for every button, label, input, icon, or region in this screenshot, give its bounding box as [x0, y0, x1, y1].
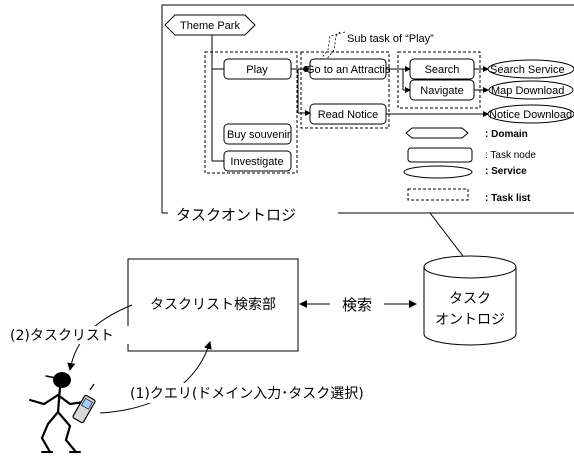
tasklist-output-arrow: (2)タスクリスト: [8, 304, 133, 371]
user-figure-icon: [28, 372, 86, 454]
task-list-3: [397, 51, 481, 109]
svg-text:Search Service: Search Service: [490, 64, 565, 76]
go-to-attraction-connectors: [386, 66, 411, 93]
task-node-navigate: Navigate: [409, 79, 475, 101]
ontology-panel-title: タスクオントロジ: [176, 206, 296, 224]
db-label-line2: オントロジ: [435, 312, 505, 328]
tree-connector: [211, 35, 224, 162]
svg-text:Map Download: Map Download: [491, 85, 564, 97]
legend: : Domain : Task node : Service : Task li…: [403, 127, 536, 204]
search-label: 検索: [342, 296, 372, 314]
svg-text:Play: Play: [246, 64, 268, 76]
legend-domain-label: : Domain: [485, 129, 528, 140]
tasklist-output-label: (2)タスクリスト: [10, 328, 114, 344]
task-node-buy-souvenir: Buy souvenir: [223, 123, 292, 145]
query-arrow: (1)クエリ(ドメイン入力･タスク選択): [99, 341, 434, 414]
subtask-caption-text: Sub task of “Play”: [347, 33, 434, 45]
svg-text:Go to an Attraction: Go to an Attraction: [306, 64, 397, 76]
db-label-line1: タスク: [449, 291, 491, 307]
play-subtask-connectors: [291, 66, 311, 116]
tasklist-search-unit: タスクリスト検索部: [127, 258, 299, 352]
legend-task-node-icon: [407, 147, 473, 163]
task-node-search: Search: [409, 58, 475, 80]
legend-task-node-label: : Task node: [485, 150, 536, 161]
service-notice-download: Notice Download: [487, 104, 574, 124]
mobile-phone-icon: [72, 383, 96, 424]
service-map-download: Map Download: [488, 80, 574, 100]
svg-text:Notice Download: Notice Download: [489, 109, 572, 121]
task-node-read-notice: Read Notice: [309, 103, 387, 125]
service-connectors: [386, 66, 489, 117]
legend-service-icon: [403, 165, 473, 179]
svg-text:Read Notice: Read Notice: [318, 109, 379, 121]
legend-service-label: : Service: [485, 166, 527, 177]
search-arrow: 検索: [299, 296, 417, 314]
subtask-caption: Sub task of “Play”: [319, 31, 434, 61]
legend-task-list-label: : Task list: [485, 193, 531, 204]
panel-to-db-line: [429, 212, 467, 261]
legend-domain-icon: [405, 127, 469, 139]
legend-task-list-icon: [407, 188, 469, 201]
task-node-investigate: Investigate: [223, 150, 292, 172]
tasklist-search-unit-label: タスクリスト検索部: [150, 296, 276, 313]
ontology-panel: タスクオントロジ: [161, 4, 574, 224]
svg-text:Navigate: Navigate: [420, 85, 463, 97]
service-search-service: Search Service: [487, 59, 574, 79]
svg-text:Buy souvenir: Buy souvenir: [227, 129, 291, 141]
domain-node-label: Theme Park: [180, 20, 240, 32]
domain-node-theme-park: Theme Park: [164, 14, 256, 36]
task-node-go-to-attraction: Go to an Attraction: [306, 58, 397, 80]
query-label: (1)クエリ(ドメイン入力･タスク選択): [130, 386, 364, 402]
task-list-2: [300, 51, 390, 129]
svg-text:Investigate: Investigate: [230, 156, 283, 168]
task-node-play: Play: [223, 58, 292, 80]
task-ontology-db: タスク オントロジ: [423, 255, 517, 346]
svg-text:Search: Search: [425, 64, 460, 76]
task-list-1: [204, 51, 298, 174]
